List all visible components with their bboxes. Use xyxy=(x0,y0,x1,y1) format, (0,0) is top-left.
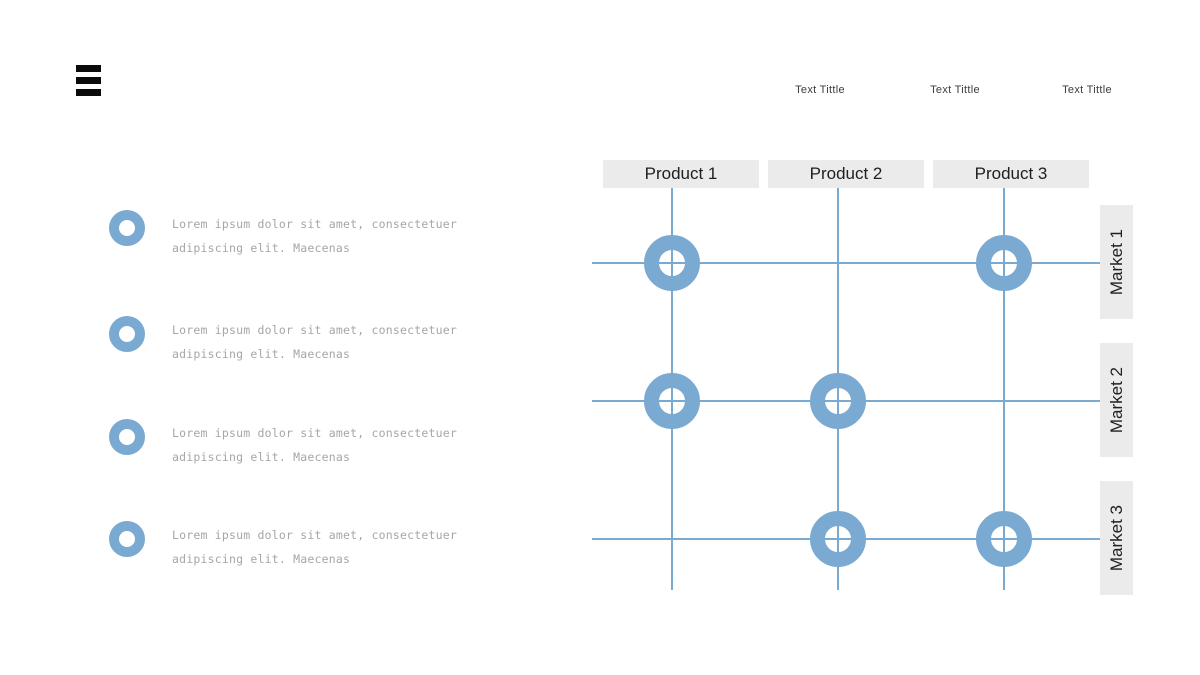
product-header-2: Product 2 xyxy=(768,160,924,188)
list-item-line1: Lorem ipsum dolor sit amet, consectetuer xyxy=(172,323,457,337)
donut-bullet-icon xyxy=(109,210,145,246)
list-item-line1: Lorem ipsum dolor sit amet, consectetuer xyxy=(172,217,457,231)
donut-marker-icon xyxy=(810,373,866,429)
donut-marker-icon xyxy=(644,235,700,291)
market-label-box-3: Market 3 xyxy=(1100,481,1133,595)
list-item-line1: Lorem ipsum dolor sit amet, consectetuer xyxy=(172,426,457,440)
market-label-2: Market 2 xyxy=(1106,366,1126,434)
grid-vertical-line-3 xyxy=(1003,188,1005,590)
grid-horizontal-line-1 xyxy=(592,262,1100,264)
list-item: Lorem ipsum dolor sit amet, consectetuer… xyxy=(109,210,457,260)
text-title-1: Text Tittle xyxy=(795,84,845,96)
list-item: Lorem ipsum dolor sit amet, consectetuer… xyxy=(109,521,457,571)
donut-marker-icon xyxy=(976,511,1032,567)
list-item-line2: adipiscing elit. Maecenas xyxy=(172,241,351,255)
list-item-text: Lorem ipsum dolor sit amet, consectetuer… xyxy=(172,421,457,469)
list-item: Lorem ipsum dolor sit amet, consectetuer… xyxy=(109,316,457,366)
hamburger-menu-icon[interactable] xyxy=(76,65,101,96)
list-item-line2: adipiscing elit. Maecenas xyxy=(172,347,351,361)
list-item-line2: adipiscing elit. Maecenas xyxy=(172,552,351,566)
donut-bullet-icon xyxy=(109,521,145,557)
text-title-2: Text Tittle xyxy=(930,84,980,96)
list-item: Lorem ipsum dolor sit amet, consectetuer… xyxy=(109,419,457,469)
hamburger-bar xyxy=(76,65,101,72)
donut-bullet-icon xyxy=(109,419,145,455)
donut-marker-icon xyxy=(644,373,700,429)
market-label-3: Market 3 xyxy=(1106,504,1126,572)
market-label-box-1: Market 1 xyxy=(1100,205,1133,319)
donut-marker-icon xyxy=(810,511,866,567)
product-header-3: Product 3 xyxy=(933,160,1089,188)
list-item-line2: adipiscing elit. Maecenas xyxy=(172,450,351,464)
list-item-line1: Lorem ipsum dolor sit amet, consectetuer xyxy=(172,528,457,542)
list-item-text: Lorem ipsum dolor sit amet, consectetuer… xyxy=(172,318,457,366)
list-item-text: Lorem ipsum dolor sit amet, consectetuer… xyxy=(172,212,457,260)
donut-marker-icon xyxy=(976,235,1032,291)
donut-bullet-icon xyxy=(109,316,145,352)
market-label-box-2: Market 2 xyxy=(1100,343,1133,457)
text-title-3: Text Tittle xyxy=(1062,84,1112,96)
hamburger-bar xyxy=(76,89,101,96)
hamburger-bar xyxy=(76,77,101,84)
list-item-text: Lorem ipsum dolor sit amet, consectetuer… xyxy=(172,523,457,571)
product-header-1: Product 1 xyxy=(603,160,759,188)
market-label-1: Market 1 xyxy=(1106,228,1126,296)
